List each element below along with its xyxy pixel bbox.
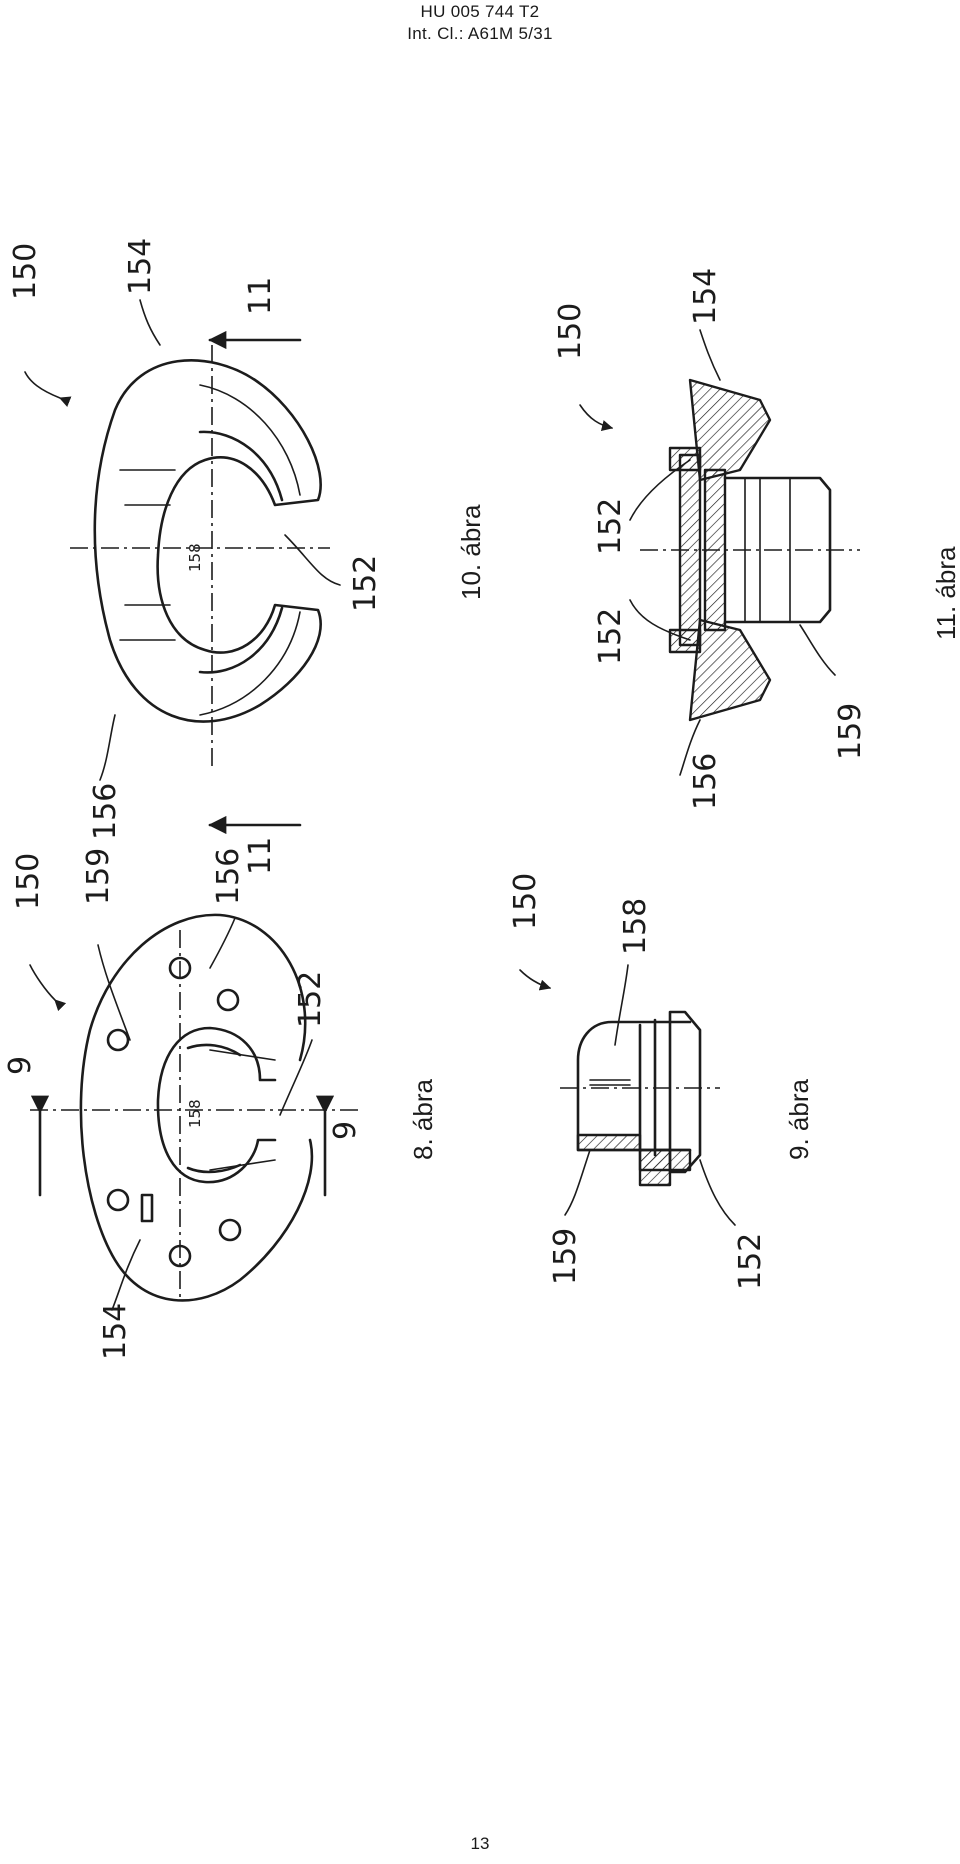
- label-158: 158: [186, 543, 204, 572]
- label-158: 158: [186, 1099, 204, 1128]
- figure-11: 150 154 152 152 156 159 11. ábra: [553, 268, 960, 810]
- label-150: 150: [508, 873, 543, 930]
- section-mark-top: 11: [243, 277, 278, 315]
- patent-number: HU 005 744 T2: [420, 2, 540, 21]
- label-150: 150: [11, 853, 46, 910]
- page-number: 13: [470, 1834, 490, 1853]
- label-152-lower: 152: [593, 608, 628, 665]
- figure-caption: 10. ábra: [456, 504, 486, 600]
- label-159: 159: [81, 848, 116, 905]
- label-156: 156: [688, 753, 723, 810]
- label-159: 159: [833, 703, 868, 760]
- label-158: 158: [618, 898, 653, 955]
- label-152: 152: [733, 1233, 768, 1290]
- figure-caption: 8. ábra: [408, 1079, 438, 1160]
- classification: Int. Cl.: A61M 5/31: [407, 24, 553, 43]
- section-mark-bottom: 9: [328, 1121, 363, 1140]
- label-154: 154: [98, 1303, 133, 1360]
- label-152: 152: [348, 555, 383, 612]
- figure-8: 150 159 156 152 154 158 9 9 8. ábra: [3, 848, 438, 1360]
- figure-10: 150 154 152 156 158 11 11 10. ábra: [8, 238, 486, 875]
- section-mark-bottom: 11: [243, 837, 278, 875]
- label-156: 156: [211, 848, 246, 905]
- label-154: 154: [123, 238, 158, 295]
- label-152: 152: [293, 971, 328, 1028]
- section-mark-top: 9: [3, 1056, 38, 1075]
- label-159: 159: [548, 1228, 583, 1285]
- label-152-upper: 152: [593, 498, 628, 555]
- figure-caption: 11. ábra: [931, 546, 960, 640]
- label-150: 150: [8, 243, 43, 300]
- label-154: 154: [688, 268, 723, 325]
- label-156: 156: [88, 783, 123, 840]
- label-150: 150: [553, 303, 588, 360]
- figure-caption: 9. ábra: [784, 1079, 814, 1160]
- figure-9: 150 158 159 152 9. ábra: [508, 873, 814, 1290]
